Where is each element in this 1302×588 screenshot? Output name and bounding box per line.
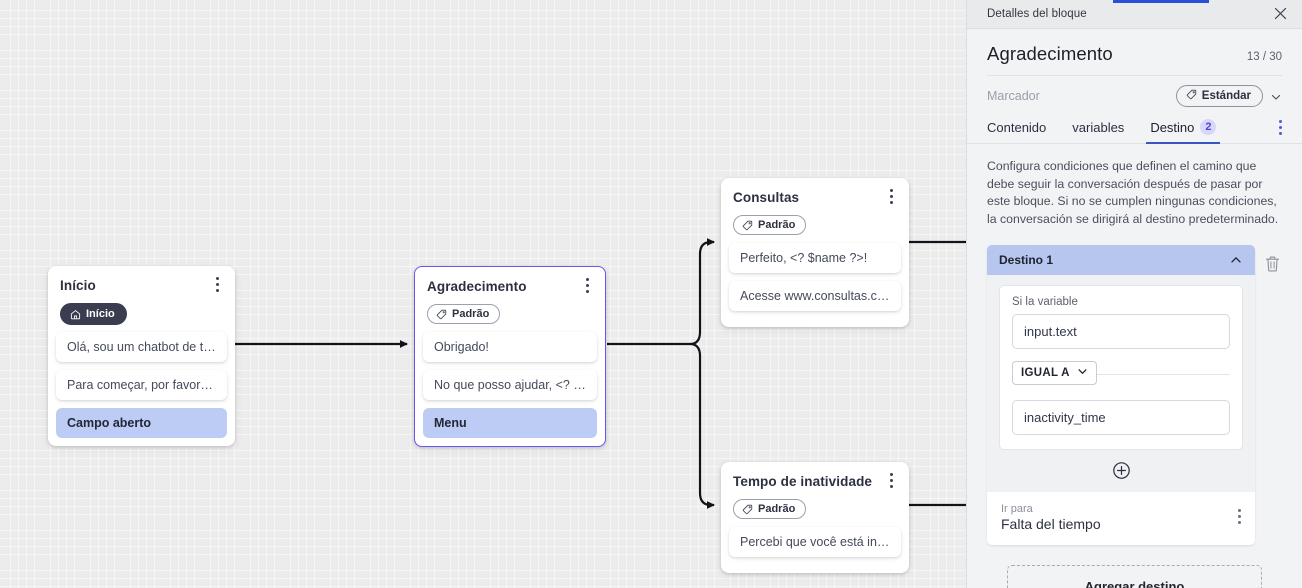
panel-titlebar: Detalles del bloque	[967, 0, 1302, 29]
flow-node-consultas[interactable]: Consultas Padrão Perfeito, <? $name ?>!	[721, 178, 909, 327]
destination-card: Destino 1 Si la variable IGUAL A	[987, 245, 1255, 545]
tag-icon	[742, 504, 753, 515]
block-name[interactable]: Agradecimento	[987, 43, 1113, 64]
tab-contenido[interactable]: Contenido	[987, 120, 1046, 143]
destination-header[interactable]: Destino 1	[987, 245, 1255, 275]
node-tag-padrao[interactable]: Padrão	[733, 499, 807, 519]
node-title: Consultas	[733, 190, 800, 205]
node-menu-icon[interactable]	[579, 278, 595, 295]
chevron-down-icon	[1077, 366, 1088, 380]
node-message[interactable]: No que posso ajudar, <? $name ...	[423, 369, 597, 400]
node-title: Agradecimento	[427, 279, 527, 294]
destination-block: Destino 1 Si la variable IGUAL A	[987, 245, 1282, 545]
edge-to-consultas	[689, 238, 715, 346]
header-divider	[987, 75, 1282, 76]
block-details-panel: Detalles del bloque Agradecimento 13 / 3…	[966, 0, 1302, 588]
panel-body: Configura condiciones que definen el cam…	[967, 144, 1302, 588]
node-title: Início	[60, 278, 96, 293]
goto-card[interactable]: Ir para Falta del tiempo	[987, 492, 1255, 545]
tab-destino[interactable]: Destino 2	[1146, 119, 1221, 144]
node-message[interactable]: Perfeito, <? $name ?>!	[729, 242, 901, 273]
marker-chip[interactable]: Estándar	[1175, 85, 1263, 107]
node-message[interactable]: Obrigado!	[423, 331, 597, 362]
tag-icon	[742, 220, 753, 231]
node-menu-icon[interactable]	[209, 277, 225, 294]
node-tag-label: Início	[86, 308, 115, 320]
goto-menu-icon[interactable]	[1238, 503, 1241, 524]
variable-input[interactable]	[1012, 314, 1230, 349]
node-messages: Olá, sou um chatbot de teste! Para começ…	[48, 325, 235, 438]
goto-value: Falta del tiempo	[1001, 516, 1101, 532]
node-header: Início Início	[48, 266, 235, 325]
operator-row: IGUAL A	[1012, 361, 1230, 388]
condition-label: Si la variable	[1012, 296, 1078, 308]
add-destination-label: Agregar destino	[1084, 578, 1185, 588]
char-counter: 13 / 30	[1246, 51, 1282, 63]
operator-label: IGUAL A	[1021, 367, 1070, 379]
tag-icon	[436, 309, 447, 320]
panel-tabs: Contenido variables Destino 2	[967, 107, 1302, 144]
home-icon	[70, 309, 81, 320]
node-message[interactable]: Percebi que você está inativo. C...	[729, 526, 901, 557]
close-icon[interactable]	[1273, 6, 1289, 22]
node-tag-label: Padrão	[758, 219, 796, 231]
node-header: Agradecimento Padrão	[415, 267, 605, 325]
node-menu-icon[interactable]	[883, 473, 899, 490]
tab-label: Contenido	[987, 120, 1047, 135]
node-header: Consultas Padrão	[721, 178, 909, 236]
node-menu-icon[interactable]	[883, 189, 899, 206]
destination-header-title: Destino 1	[999, 253, 1054, 267]
node-tag-label: Padrão	[452, 308, 490, 320]
node-message[interactable]: Olá, sou um chatbot de teste!	[56, 332, 227, 362]
goto-label: Ir para	[1001, 503, 1033, 515]
node-tag-padrao[interactable]: Padrão	[427, 304, 501, 324]
edge-to-inatividade	[689, 342, 715, 509]
marker-label: Marcador	[987, 89, 1040, 103]
plus-circle-icon	[1112, 461, 1131, 480]
trash-icon[interactable]	[1264, 255, 1282, 278]
tab-label: Destino	[1150, 119, 1195, 135]
marker-chip-label: Estándar	[1201, 90, 1251, 102]
flow-node-agradecimento[interactable]: Agradecimento Padrão Obrigado! No q	[414, 266, 606, 447]
flow-node-inatividade[interactable]: Tempo de inatividade Padrão Percebi que …	[721, 462, 909, 573]
panel-progress-bar	[1113, 0, 1209, 3]
flow-canvas[interactable]: Início Início Olá, sou um chatbot de tes…	[0, 0, 966, 588]
node-tag-padrao[interactable]: Padrão	[733, 215, 807, 235]
chevron-down-icon[interactable]	[1270, 90, 1282, 102]
node-messages: Perfeito, <? $name ?>! Acesse www.consul…	[721, 236, 909, 311]
tab-badge: 2	[1200, 119, 1217, 135]
add-condition-button[interactable]	[987, 450, 1255, 492]
tag-icon	[1186, 89, 1197, 103]
destination-description: Configura condiciones que definen el cam…	[987, 159, 1279, 226]
operator-select[interactable]: IGUAL A	[1012, 361, 1097, 385]
node-message[interactable]: Acesse www.consultas.com par...	[729, 280, 901, 311]
panel-header: Agradecimento 13 / 30 Marcador Estándar	[967, 29, 1302, 107]
panel-titlebar-label: Detalles del bloque	[987, 8, 1087, 20]
node-message-highlight[interactable]: Menu	[423, 407, 597, 438]
chevron-up-icon[interactable]	[1229, 253, 1243, 267]
tabs-overflow-menu-icon[interactable]	[1279, 120, 1282, 143]
node-tag-inicio[interactable]: Início	[60, 303, 127, 325]
node-tag-label: Padrão	[758, 503, 796, 515]
tab-label: variables	[1072, 120, 1125, 135]
flow-node-inicio[interactable]: Início Início Olá, sou um chatbot de tes…	[48, 266, 235, 446]
node-message-highlight[interactable]: Campo aberto	[56, 408, 227, 438]
node-title: Tempo de inatividade	[733, 474, 873, 489]
tab-variables[interactable]: variables	[1072, 120, 1124, 143]
node-message[interactable]: Para começar, por favor digite o ...	[56, 370, 227, 400]
node-messages: Obrigado! No que posso ajudar, <? $name …	[415, 325, 605, 438]
add-destination-button[interactable]: Agregar destino	[1007, 565, 1262, 588]
compare-value-input[interactable]	[1012, 400, 1230, 435]
marker-row: Marcador Estándar	[987, 76, 1282, 107]
condition-box: Si la variable IGUAL A	[999, 285, 1243, 450]
node-messages: Percebi que você está inativo. C...	[721, 520, 909, 557]
node-header: Tempo de inatividade Padrão	[721, 462, 909, 520]
